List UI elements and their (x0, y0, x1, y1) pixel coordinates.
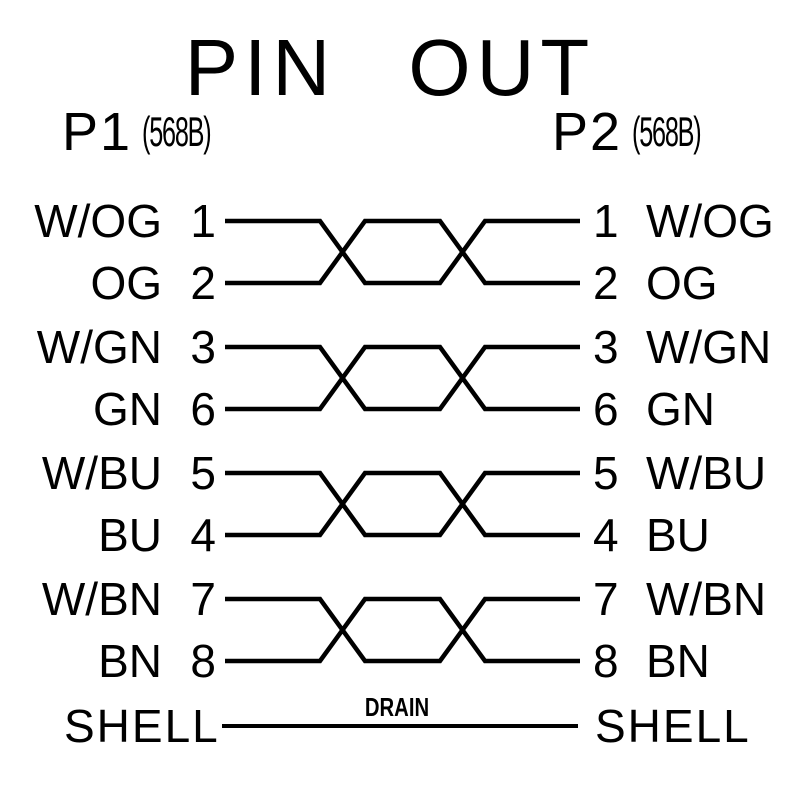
wire-row-pin8: BN 8 8 BN (0, 633, 800, 689)
pin-number-left: 2 (190, 257, 216, 309)
wire-color-label-right: BN (646, 635, 710, 687)
wire-row-pin2: OG 2 2 OG (0, 255, 800, 311)
wire-row-pin3: W/GN 3 3 W/GN (0, 319, 800, 375)
pin-number-left: 5 (190, 447, 216, 499)
connector-p2-header: P2 (568B) (552, 105, 746, 159)
wire-row-pin5: W/BU 5 5 W/BU (0, 445, 800, 501)
pin-number-right: 3 (593, 321, 619, 373)
pin-number-right: 5 (593, 447, 619, 499)
connector-p2-standard: (568B) (632, 108, 702, 155)
pin-number-left: 1 (190, 195, 216, 247)
connector-p2-name: P2 (552, 102, 623, 162)
wire-color-label-left: W/GN (36, 321, 162, 373)
wire-color-label-left: W/BU (41, 447, 162, 499)
diagram-title: PIN OUT (184, 23, 596, 112)
pair-1-wire-top-path (225, 218, 580, 286)
pair-3-wire-top-path (225, 470, 580, 538)
pin-number-right: 1 (593, 195, 619, 247)
wire-color-label-right: BU (646, 509, 710, 561)
pair-2-twist-drawing (225, 344, 580, 412)
pin-number-right: 6 (593, 383, 619, 435)
pin-number-right: 7 (593, 573, 619, 625)
pair-2-wire-bottom-path (225, 344, 580, 412)
wire-color-label-right: W/GN (646, 321, 772, 373)
pair-1-twist-drawing (225, 218, 580, 286)
drain-wire-line (222, 724, 578, 728)
pin-number-right: 8 (593, 635, 619, 687)
shell-label-left: SHELL (64, 700, 220, 752)
wire-row-pin7: W/BN 7 7 W/BN (0, 571, 800, 627)
shell-label-right: SHELL (595, 700, 751, 752)
drain-wire-label: DRAIN (364, 692, 430, 722)
pin-number-left: 8 (190, 635, 216, 687)
wire-color-label-left: W/OG (34, 195, 162, 247)
wire-color-label-right: OG (646, 257, 718, 309)
wire-row-pin1: W/OG 1 1 W/OG (0, 193, 800, 249)
wire-color-label-left: BU (98, 509, 162, 561)
pair-3-wire-bottom-path (225, 470, 580, 538)
pair-4-wire-top-path (225, 596, 580, 664)
connector-p1-header: P1 (568B) (62, 105, 256, 159)
wire-color-label-left: W/BN (41, 573, 162, 625)
wire-row-pin4: BU 4 4 BU (0, 507, 800, 563)
wire-color-label-left: GN (93, 383, 162, 435)
wire-color-label-left: OG (90, 257, 162, 309)
pair-1-wire-bottom-path (225, 218, 580, 286)
pin-number-left: 6 (190, 383, 216, 435)
pair-2-wire-top-path (225, 344, 580, 412)
pin-number-left: 4 (190, 509, 216, 561)
pin-number-right: 2 (593, 257, 619, 309)
wire-color-label-right: W/BU (646, 447, 767, 499)
connector-p1-standard: (568B) (142, 108, 212, 155)
pin-number-left: 3 (190, 321, 216, 373)
wire-color-label-right: GN (646, 383, 715, 435)
pin-number-right: 4 (593, 509, 619, 561)
shell-row: SHELL SHELL (0, 698, 800, 754)
pair-3-twist-drawing (225, 470, 580, 538)
connector-p1-name: P1 (62, 102, 133, 162)
wire-color-label-left: BN (98, 635, 162, 687)
wire-color-label-right: W/BN (646, 573, 767, 625)
pair-4-wire-bottom-path (225, 596, 580, 664)
wire-row-pin6: GN 6 6 GN (0, 381, 800, 437)
pair-4-twist-drawing (225, 596, 580, 664)
wire-color-label-right: W/OG (646, 195, 774, 247)
pin-number-left: 7 (190, 573, 216, 625)
